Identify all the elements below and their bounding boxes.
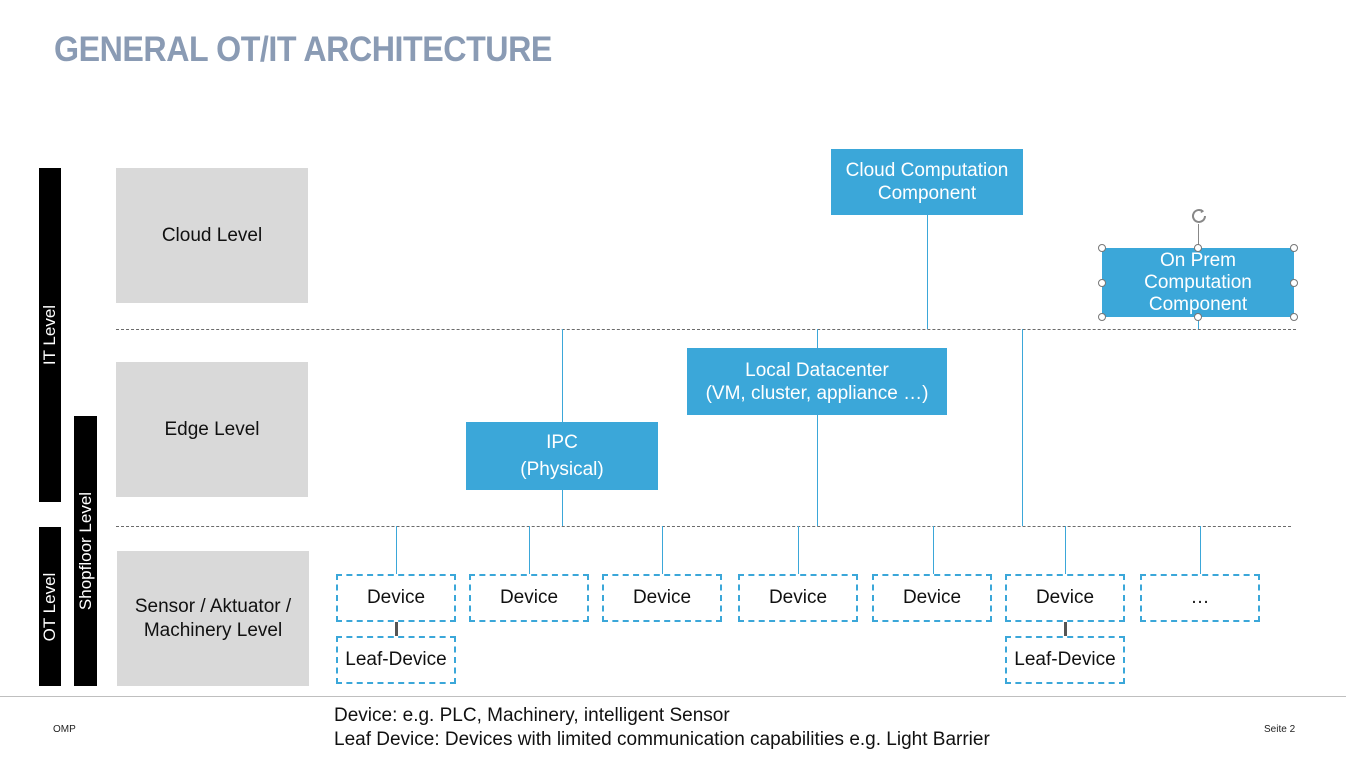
connector-line: [529, 526, 530, 575]
connector-line: [1065, 526, 1066, 575]
shopfloor-level-label: Shopfloor Level: [75, 491, 95, 611]
ot-level-label: OT Level: [40, 572, 59, 641]
resize-handle[interactable]: [1098, 244, 1106, 252]
sensor-level-label-line1: Sensor / Aktuator /: [134, 595, 292, 617]
ipc-line2: (Physical): [520, 459, 604, 480]
datacenter-line1: Local Datacenter: [745, 359, 889, 381]
connector-line: [1200, 526, 1201, 575]
device-label: Device: [768, 587, 828, 608]
connector-line: [798, 526, 799, 575]
resize-handle[interactable]: [1290, 244, 1298, 252]
connector-line: [817, 414, 818, 526]
sensor-level-box: Sensor / Aktuator / Machinery Level: [117, 551, 309, 686]
legend-line2: Leaf Device: Devices with limited commun…: [334, 729, 990, 750]
connector-line: [1198, 317, 1199, 329]
leaf-device-label: Leaf-Device: [1014, 649, 1116, 670]
device-label: Device: [632, 587, 692, 608]
edge-sensor-separator: [116, 526, 1291, 527]
resize-handle[interactable]: [1194, 313, 1202, 321]
connector-line: [562, 489, 563, 526]
ipc-component[interactable]: IPC (Physical): [466, 422, 658, 490]
device-box[interactable]: Device: [738, 574, 858, 622]
onprem-component-line1: On Prem: [1159, 249, 1237, 271]
rotate-handle-stem: [1198, 224, 1199, 248]
page-number: Seite 2: [1264, 724, 1296, 735]
rotate-handle-icon[interactable]: [1187, 204, 1211, 228]
connector-line: [927, 215, 928, 329]
onprem-component-line2: Computation: [1144, 271, 1252, 293]
resize-handle[interactable]: [1194, 244, 1202, 252]
onprem-computation-component[interactable]: On Prem Computation Component: [1102, 248, 1294, 317]
resize-handle[interactable]: [1098, 279, 1106, 287]
device-label: Device: [366, 587, 426, 608]
edge-level-box: Edge Level: [116, 362, 308, 497]
sensor-level-label-line2: Machinery Level: [143, 619, 283, 641]
leaf-device-box[interactable]: Leaf-Device: [1005, 636, 1125, 684]
ipc-line1: IPC: [546, 432, 578, 453]
onprem-component-line3: Component: [1148, 293, 1248, 315]
legend-line1: Device: e.g. PLC, Machinery, intelligent…: [334, 705, 730, 726]
resize-handle[interactable]: [1098, 313, 1106, 321]
leaf-connector: [395, 622, 398, 636]
connector-line: [933, 526, 934, 575]
page-title: GENERAL OT/IT ARCHITECTURE: [54, 30, 552, 69]
datacenter-line2: (VM, cluster, appliance …): [705, 382, 929, 404]
leaf-connector: [1064, 622, 1067, 636]
connector-line: [662, 526, 663, 575]
connector-line: [396, 526, 397, 575]
cloud-level-label: Cloud Level: [161, 224, 263, 246]
device-box[interactable]: Device: [469, 574, 589, 622]
connector-line: [1022, 329, 1023, 526]
footer-divider: [0, 696, 1346, 697]
device-box[interactable]: Device: [1005, 574, 1125, 622]
cloud-computation-component[interactable]: Cloud Computation Component: [831, 149, 1023, 215]
more-devices-label: …: [1190, 587, 1210, 608]
connector-line: [562, 329, 563, 422]
device-label: Device: [1035, 587, 1095, 608]
device-box[interactable]: Device: [602, 574, 722, 622]
it-level-label: IT Level: [40, 304, 59, 366]
footer-left-text: OMP: [53, 724, 76, 735]
device-label: Device: [902, 587, 962, 608]
resize-handle[interactable]: [1290, 279, 1298, 287]
resize-handle[interactable]: [1290, 313, 1298, 321]
connector-line: [817, 329, 818, 348]
it-level-bar: IT Level: [39, 168, 61, 502]
ot-level-bar: OT Level: [39, 527, 61, 686]
it-edge-separator: [116, 329, 1296, 330]
cloud-level-box: Cloud Level: [116, 168, 308, 303]
device-box[interactable]: Device: [872, 574, 992, 622]
cloud-component-line1: Cloud Computation: [845, 160, 1009, 181]
device-box[interactable]: Device: [336, 574, 456, 622]
edge-level-label: Edge Level: [164, 418, 260, 440]
shopfloor-level-bar: Shopfloor Level: [74, 416, 97, 686]
leaf-device-label: Leaf-Device: [345, 649, 447, 670]
leaf-device-box[interactable]: Leaf-Device: [336, 636, 456, 684]
device-label: Device: [499, 587, 559, 608]
local-datacenter-component[interactable]: Local Datacenter (VM, cluster, appliance…: [687, 348, 947, 415]
more-devices-box[interactable]: …: [1140, 574, 1260, 622]
cloud-component-line2: Component: [877, 183, 977, 204]
